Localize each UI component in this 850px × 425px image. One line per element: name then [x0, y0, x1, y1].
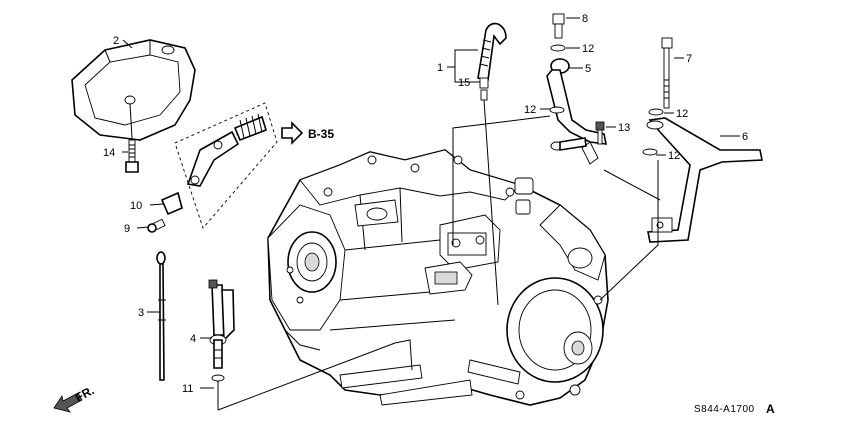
callout-9: 9	[124, 223, 130, 235]
callout-6: 6	[742, 131, 748, 143]
part-12-washer-right	[648, 108, 664, 116]
part-9-bolt	[147, 218, 166, 233]
callout-7: 7	[686, 53, 692, 65]
callout-12-right-upper: 12	[676, 108, 688, 120]
part-12-washer-mid	[549, 106, 565, 114]
transmission-case	[267, 149, 609, 406]
part-7-bolt	[661, 37, 673, 109]
callout-5: 5	[585, 63, 591, 75]
part-6-pipe-bracket	[642, 117, 763, 243]
part-3-dipstick	[156, 251, 166, 381]
part-14-bolt	[125, 139, 139, 173]
callout-13: 13	[618, 122, 630, 134]
callout-10: 10	[130, 200, 142, 212]
callout-12-top: 12	[582, 43, 594, 55]
callout-15: 15	[458, 77, 470, 89]
part-11-washer	[211, 374, 225, 410]
shift-assembly-group	[174, 102, 278, 229]
callout-3: 3	[138, 307, 144, 319]
callout-8: 8	[582, 13, 588, 25]
leader-lines	[122, 17, 740, 411]
diagram-code-suffix: A	[766, 402, 775, 416]
callout-2: 2	[113, 35, 119, 47]
reference-label: B-35	[308, 127, 334, 141]
part-1-breather-assembly	[477, 22, 507, 89]
part-15-hose-clamp	[480, 89, 499, 306]
diagram-code: S844-A1700 A	[694, 402, 775, 416]
part-2-bracket	[71, 39, 196, 141]
callout-1: 1	[437, 62, 443, 74]
part-4-bolt	[208, 279, 218, 289]
diagram-code-text: S844-A1700	[694, 404, 755, 415]
callout-4: 4	[190, 333, 196, 345]
callout-12-right-lower: 12	[668, 150, 680, 162]
callout-14: 14	[103, 147, 115, 159]
part-13-bolt	[595, 121, 605, 145]
callout-labels: 2 14 10 9 3 4 11 1 15 12 8 12 5 13 7 12 …	[103, 13, 748, 395]
part-10-plate	[160, 191, 183, 216]
part-8-banjo-bolt	[552, 13, 565, 39]
part-5-pipe	[546, 58, 608, 165]
reference-arrow-b35: B-35	[281, 121, 334, 145]
part-4-filler-pipe	[209, 284, 235, 369]
part-12-washer-upper	[550, 44, 566, 52]
callout-11: 11	[182, 383, 193, 395]
front-direction-marker: FR.	[53, 383, 96, 413]
callout-12-pipe: 12	[524, 104, 536, 116]
